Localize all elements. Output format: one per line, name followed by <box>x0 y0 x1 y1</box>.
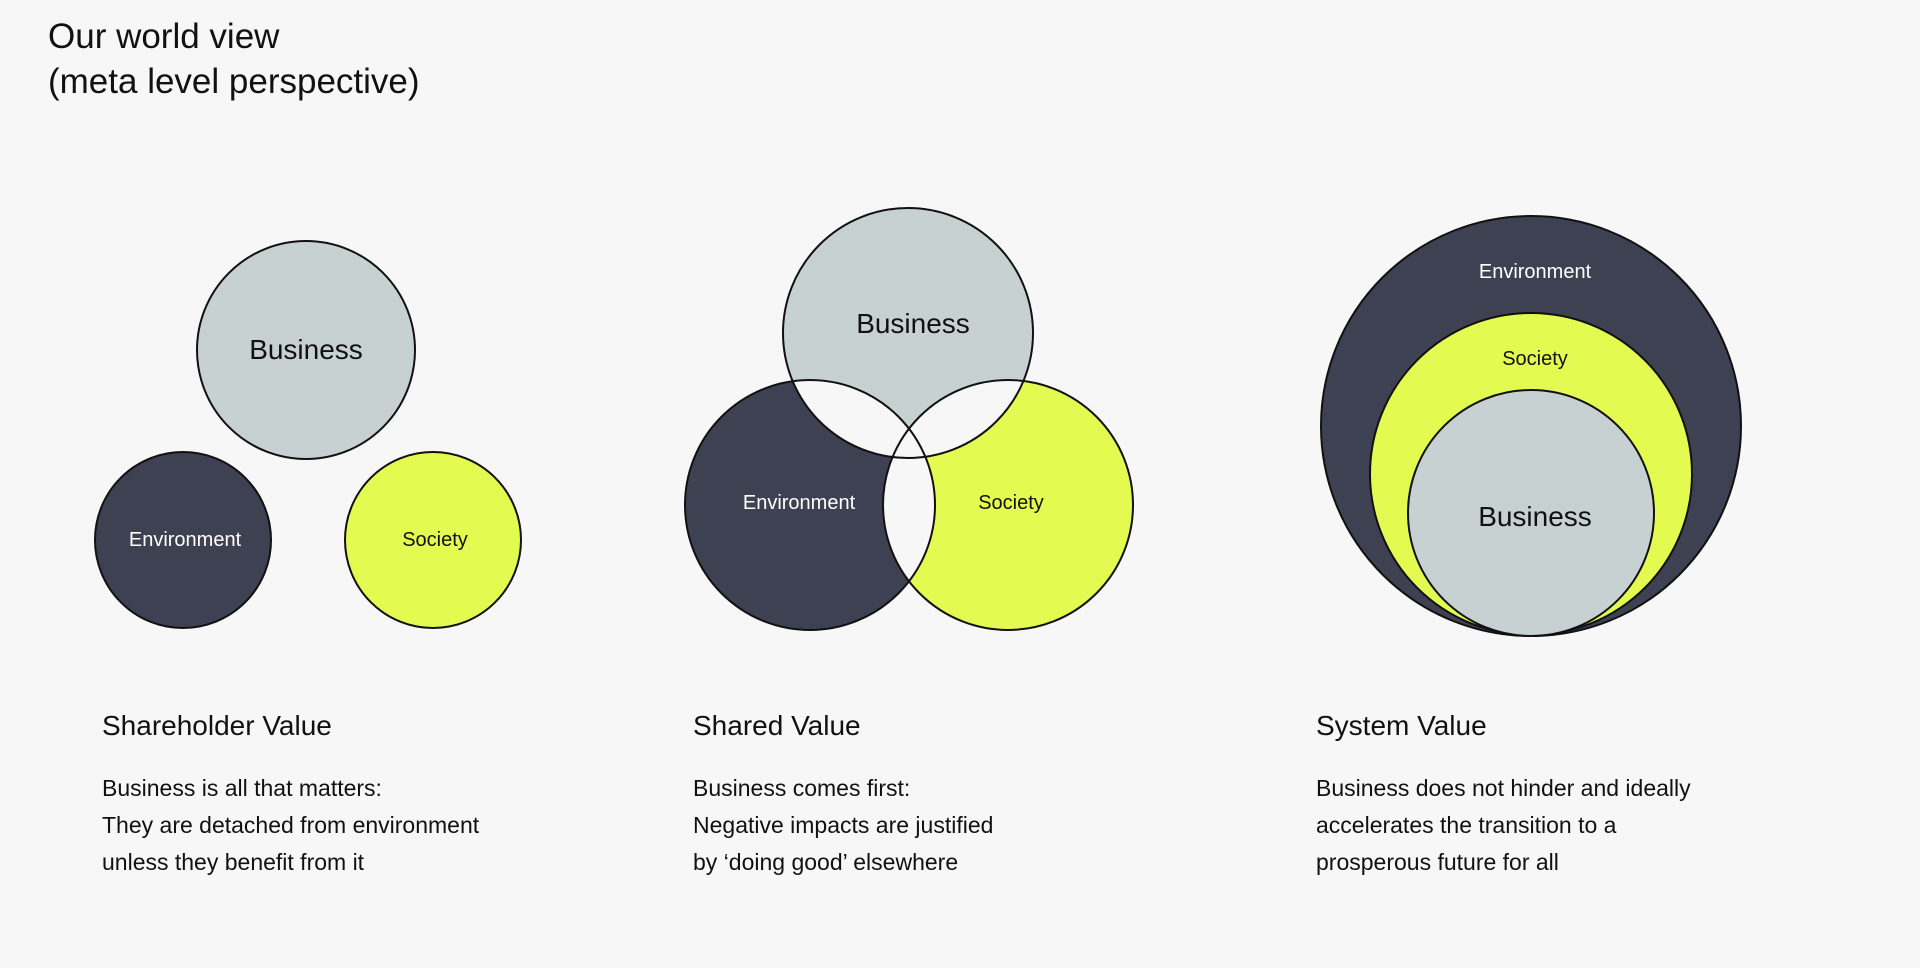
section-heading: Shared Value <box>693 710 861 741</box>
section-description: Business does not hinder and ideally acc… <box>1316 770 1836 881</box>
overlap-business-environment <box>783 380 935 458</box>
page-title: Our world view (meta level perspective) <box>48 14 420 104</box>
business-label: Business <box>856 308 970 339</box>
system-value-section: System Value Business does not hinder an… <box>1316 706 1836 881</box>
environment-label: Environment <box>129 529 242 551</box>
title-line-1: Our world view <box>48 17 280 56</box>
overlap-business-society <box>883 380 1033 458</box>
description-line: Business does not hinder and ideally <box>1316 775 1691 801</box>
business-outline <box>782 207 1034 459</box>
business-circle <box>1407 389 1655 637</box>
description-line: accelerates the transition to a <box>1316 812 1617 838</box>
shareholder-value-section: Shareholder Value Business is all that m… <box>102 706 622 881</box>
shared-value-diagram: Business Environment Society <box>684 207 1134 631</box>
description-line: Business comes first: <box>693 775 911 801</box>
business-circle <box>196 240 416 460</box>
environment-label: Environment <box>1479 261 1592 283</box>
society-label: Society <box>978 492 1044 514</box>
society-label: Society <box>402 529 468 551</box>
description-line: prosperous future for all <box>1316 849 1559 875</box>
shareholder-value-diagram: Business Environment Society <box>94 240 522 629</box>
description-line: unless they benefit from it <box>102 849 365 875</box>
description-line: Business is all that matters: <box>102 775 382 801</box>
title-line-2: (meta level perspective) <box>48 62 420 101</box>
description-line: They are detached from environment <box>102 812 480 838</box>
society-circle <box>344 451 522 629</box>
section-description: Business comes first: Negative impacts a… <box>693 770 1213 881</box>
description-line: Negative impacts are justified <box>693 812 994 838</box>
business-label: Business <box>1478 501 1592 532</box>
description-line: by ‘doing good’ elsewhere <box>693 849 959 875</box>
section-description: Business is all that matters: They are d… <box>102 770 622 881</box>
business-label: Business <box>249 334 363 365</box>
section-heading: System Value <box>1316 710 1487 741</box>
system-value-diagram: Environment Society Business <box>1320 215 1742 637</box>
society-outline <box>882 379 1134 631</box>
environment-label: Environment <box>743 492 856 514</box>
section-heading: Shareholder Value <box>102 710 332 741</box>
environment-outline <box>684 379 936 631</box>
society-label: Society <box>1502 348 1568 370</box>
environment-circle <box>94 451 272 629</box>
shared-value-section: Shared Value Business comes first: Negat… <box>693 706 1213 881</box>
